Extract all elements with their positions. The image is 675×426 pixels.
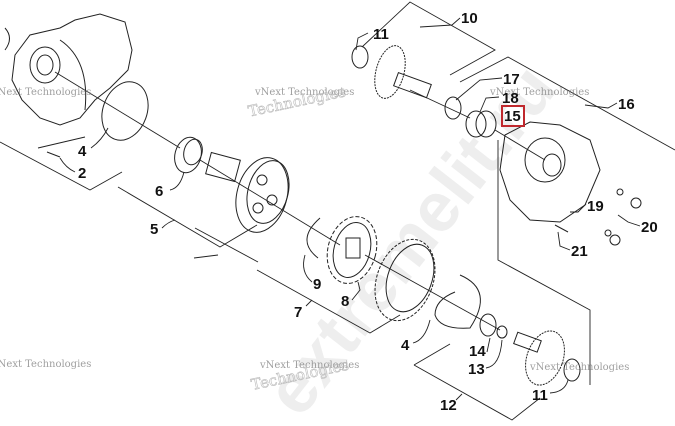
watermark-text: vNext Technologies [0,87,91,98]
callout-18[interactable]: 18 [502,90,519,107]
drain-plug-part [630,197,642,209]
upper-gear-part [351,45,432,99]
callout-2[interactable]: 2 [78,165,86,182]
callouts: 11 10 17 18 15 16 4 2 6 5 19 20 21 9 8 7… [78,10,658,414]
planetary-carrier-part [205,151,290,233]
seal-part [479,313,497,337]
retaining-ring-part [306,217,321,259]
lower-gear-part [513,330,581,386]
callout-13[interactable]: 13 [468,361,485,378]
bearing-part [174,136,203,174]
leader-lines [59,17,641,401]
watermark-text: vNext Technologies [254,87,354,98]
clutch-ring-part [374,238,436,322]
callout-4[interactable]: 4 [78,143,87,160]
snap-ring-lower-part [434,274,481,329]
callout-20[interactable]: 20 [641,219,658,236]
callout-11-lower[interactable]: 11 [532,387,548,404]
callout-17[interactable]: 17 [503,71,520,88]
callout-5[interactable]: 5 [150,221,158,238]
watermark-text: vNext Technologies [489,87,589,98]
pin-part [46,151,61,158]
sprocket-part [326,216,378,284]
callout-15[interactable]: 15 [504,108,521,125]
watermark-text: vNext Technologies [259,360,359,371]
snap-ring-part [101,81,149,141]
bearing-upper-part [465,110,497,138]
callout-12[interactable]: 12 [440,397,457,414]
watermark-text: vNext Technologies [0,359,91,370]
callout-16[interactable]: 16 [618,96,635,113]
callout-14[interactable]: 14 [469,343,486,360]
axis-lines [54,71,546,331]
bolt-part [554,224,569,233]
housing-left-part [4,13,133,126]
washer-part [496,325,508,339]
o-ring-part [604,229,612,237]
callout-8[interactable]: 8 [341,293,349,310]
callout-7[interactable]: 7 [294,304,302,321]
callout-4-lower[interactable]: 4 [401,337,410,354]
callout-6[interactable]: 6 [155,183,163,200]
callout-9[interactable]: 9 [313,276,321,293]
oil-seal-part [444,96,462,120]
callout-21[interactable]: 21 [571,243,588,260]
callout-19[interactable]: 19 [587,198,604,215]
callout-11[interactable]: 11 [373,26,389,43]
o-ring-part [616,188,624,196]
drain-plug-part [609,234,621,246]
callout-10[interactable]: 10 [461,10,478,27]
watermark-text: vNext Technologies [529,362,629,373]
highlight-box [501,105,525,127]
